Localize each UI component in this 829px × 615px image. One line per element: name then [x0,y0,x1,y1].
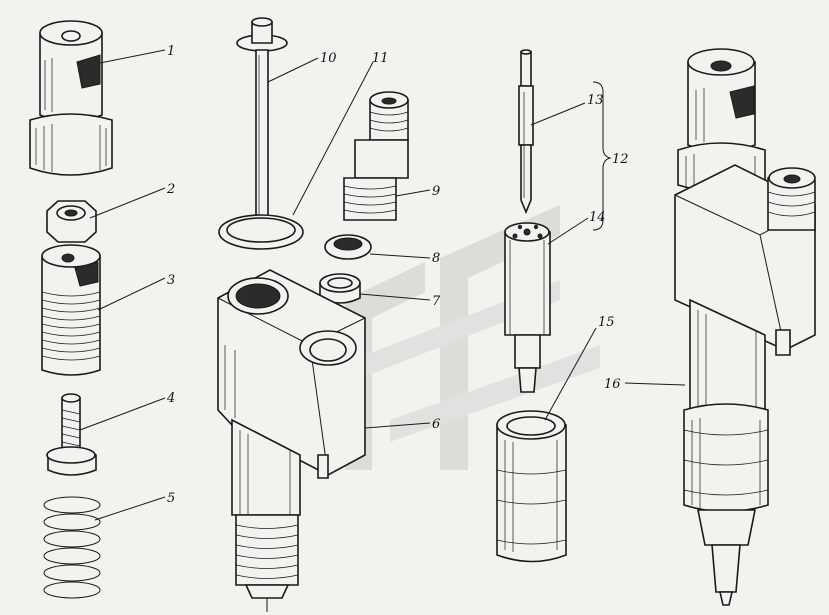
bracket-12 [592,81,612,231]
leader-lines [79,49,686,521]
part-16-assembled-injector [674,48,816,606]
label-4: 4 [166,391,175,406]
label-10: 10 [320,51,337,66]
part-9-fitting [343,91,409,221]
part-8-disc [324,234,372,260]
label-7: 7 [432,294,441,309]
part-4-adjusting-screw [46,393,97,476]
part-11-washer [218,214,304,250]
label-1: 1 [167,44,175,59]
part-3-threaded-body [41,244,101,376]
label-15: 15 [598,315,615,330]
part-15-sleeve-nut [496,410,567,563]
label-14: 14 [589,210,606,225]
part-14-nozzle [504,222,551,393]
label-6: 6 [432,417,440,432]
label-11: 11 [372,51,389,66]
part-10-rod [236,17,288,239]
part-7-cup [319,273,361,304]
label-12: 12 [612,152,629,167]
label-9: 9 [432,184,440,199]
label-5: 5 [167,491,175,506]
part-2-small-nut [46,200,97,243]
part-1-cap-nut [29,20,113,176]
label-3: 3 [167,273,175,288]
part-6-injector-body [217,269,366,612]
part-5-spring [43,496,101,599]
label-8: 8 [432,251,440,266]
label-13: 13 [587,93,604,108]
label-2: 2 [166,182,175,197]
part-labels: 1 2 3 4 5 6 7 8 9 10 11 12 13 14 15 16 [166,44,629,506]
label-16: 16 [604,377,621,392]
part-13-needle [518,49,534,215]
